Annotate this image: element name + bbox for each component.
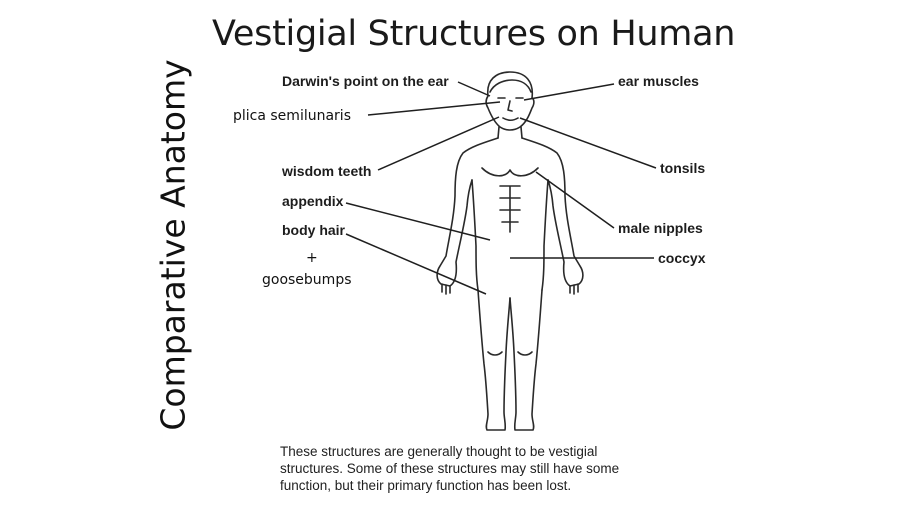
- label-appendix: appendix: [282, 193, 344, 209]
- leader-line-ear-muscles: [523, 83, 615, 101]
- label-tonsils: tonsils: [660, 160, 705, 176]
- slide-title: Vestigial Structures on Humans: [212, 14, 736, 54]
- caption-line-2: structures. Some of these structures may…: [280, 461, 620, 476]
- label-ear-muscles: ear muscles: [618, 73, 699, 89]
- caption: These structures are generally thought t…: [280, 443, 670, 494]
- label-coccyx: coccyx: [658, 250, 706, 266]
- label-male-nipples: male nipples: [618, 220, 703, 236]
- leader-line-tonsils: [519, 117, 657, 169]
- caption-line-3: function, but their primary function has…: [280, 478, 572, 493]
- label-plus: +: [306, 250, 318, 266]
- leader-line-wisdom-teeth: [377, 116, 500, 171]
- human-body-outline: [436, 71, 584, 431]
- label-goosebumps: goosebumps: [262, 272, 352, 288]
- leader-line-darwins-point: [457, 81, 491, 97]
- leader-line-male-nipples: [535, 171, 615, 229]
- leader-line-body-hair: [345, 233, 487, 295]
- label-body-hair: body hair: [282, 222, 346, 238]
- leader-lines: [345, 81, 657, 295]
- label-wisdom-teeth: wisdom teeth: [281, 163, 371, 179]
- labels: Darwin's point on the ear ear muscles pl…: [233, 73, 706, 288]
- label-plica-semilunaris: plica semilunaris: [233, 108, 351, 124]
- label-darwins-point: Darwin's point on the ear: [282, 73, 449, 89]
- leader-line-appendix: [345, 202, 491, 241]
- caption-line-1: These structures are generally thought t…: [280, 444, 598, 459]
- leader-line-plica: [367, 101, 501, 116]
